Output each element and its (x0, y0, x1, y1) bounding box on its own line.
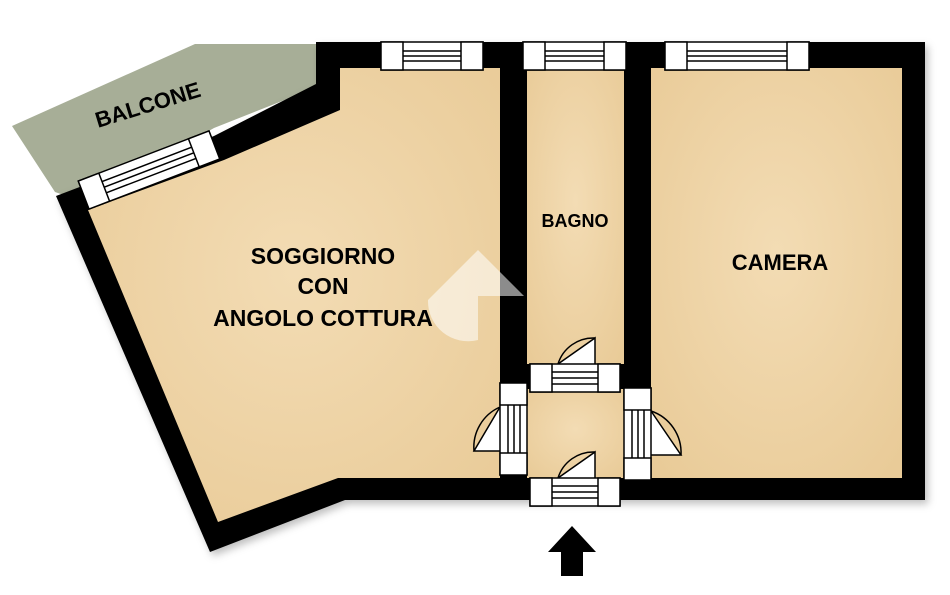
balcony-area (12, 44, 320, 202)
bagno-floor (527, 68, 624, 364)
label-soggiorno-line2: CON (297, 273, 348, 299)
window-top-soggiorno (380, 41, 484, 71)
door-soggiorno (472, 382, 528, 476)
label-bagno: BAGNO (542, 211, 609, 231)
label-camera: CAMERA (732, 250, 829, 275)
window-top-bagno (522, 41, 627, 71)
window-top-camera (664, 41, 810, 71)
label-soggiorno-line3: ANGOLO COTTURA (213, 305, 433, 331)
arrow-up-icon (548, 526, 596, 576)
door-bagno (529, 336, 621, 393)
window-balcony (77, 129, 221, 211)
label-soggiorno-line1: SOGGIORNO (251, 243, 395, 269)
corridor-floor (527, 389, 624, 478)
camera-floor (651, 68, 902, 478)
door-camera (623, 387, 683, 481)
soggiorno-floor (88, 68, 500, 522)
house-logo-icon (427, 250, 524, 342)
door-entrance (529, 450, 621, 507)
